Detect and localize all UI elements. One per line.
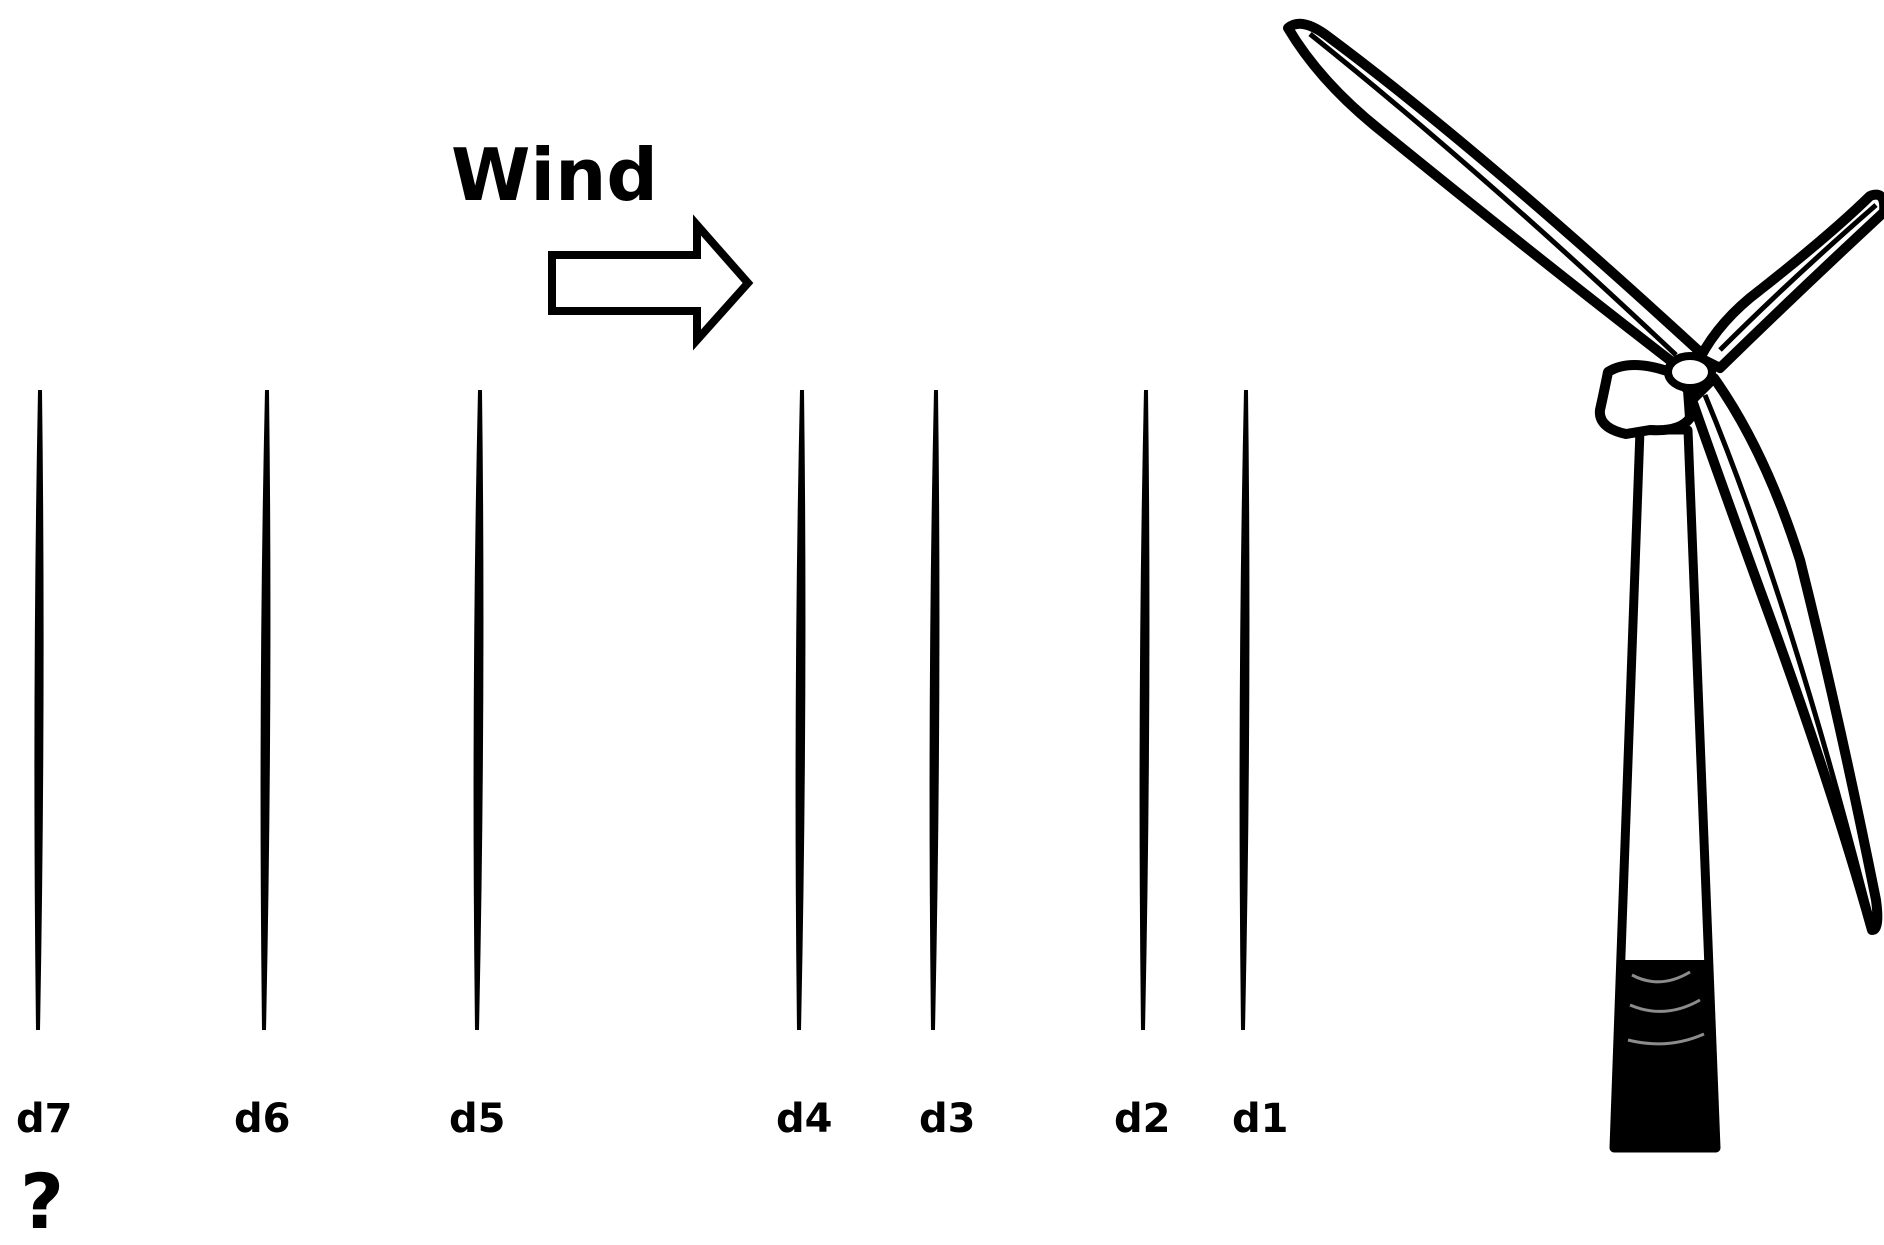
distance-label-d1: d1 bbox=[1232, 1096, 1288, 1142]
distance-label-d5: d5 bbox=[449, 1096, 505, 1142]
turbine-hub bbox=[1664, 352, 1716, 392]
distance-label-d3: d3 bbox=[919, 1096, 975, 1142]
distance-label-d2: d2 bbox=[1114, 1096, 1170, 1142]
turbine-nacelle bbox=[1594, 360, 1695, 439]
measurement-plane-d4 bbox=[795, 389, 806, 1031]
measurement-plane-d2 bbox=[1139, 389, 1150, 1031]
question-mark: ? bbox=[20, 1157, 64, 1245]
turbine-blade-lower-right-edge bbox=[1702, 394, 1873, 916]
wind-label: Wind bbox=[451, 133, 658, 217]
turbine-blade-upper-left-edge bbox=[1308, 32, 1678, 357]
arrow-right-icon bbox=[548, 214, 754, 351]
turbine-blade-upper-right-edge bbox=[1718, 203, 1878, 352]
measurement-plane-d1 bbox=[1239, 389, 1250, 1031]
distance-label-d4: d4 bbox=[776, 1096, 832, 1142]
distance-label-d7: d7 bbox=[16, 1096, 72, 1142]
measurement-plane-d5 bbox=[473, 389, 484, 1031]
wind-turbine-icon bbox=[1283, 18, 1884, 1153]
measurement-plane-d6 bbox=[260, 389, 271, 1031]
distance-label-d6: d6 bbox=[234, 1096, 290, 1142]
turbine-blade-lower-right bbox=[1687, 373, 1883, 935]
turbine-tower-base-texture bbox=[1627, 970, 1705, 1046]
turbine-tower-base bbox=[1614, 960, 1716, 1148]
measurement-planes bbox=[34, 389, 1250, 1031]
measurement-plane-d7 bbox=[34, 389, 44, 1031]
measurement-plane-d3 bbox=[929, 389, 940, 1031]
